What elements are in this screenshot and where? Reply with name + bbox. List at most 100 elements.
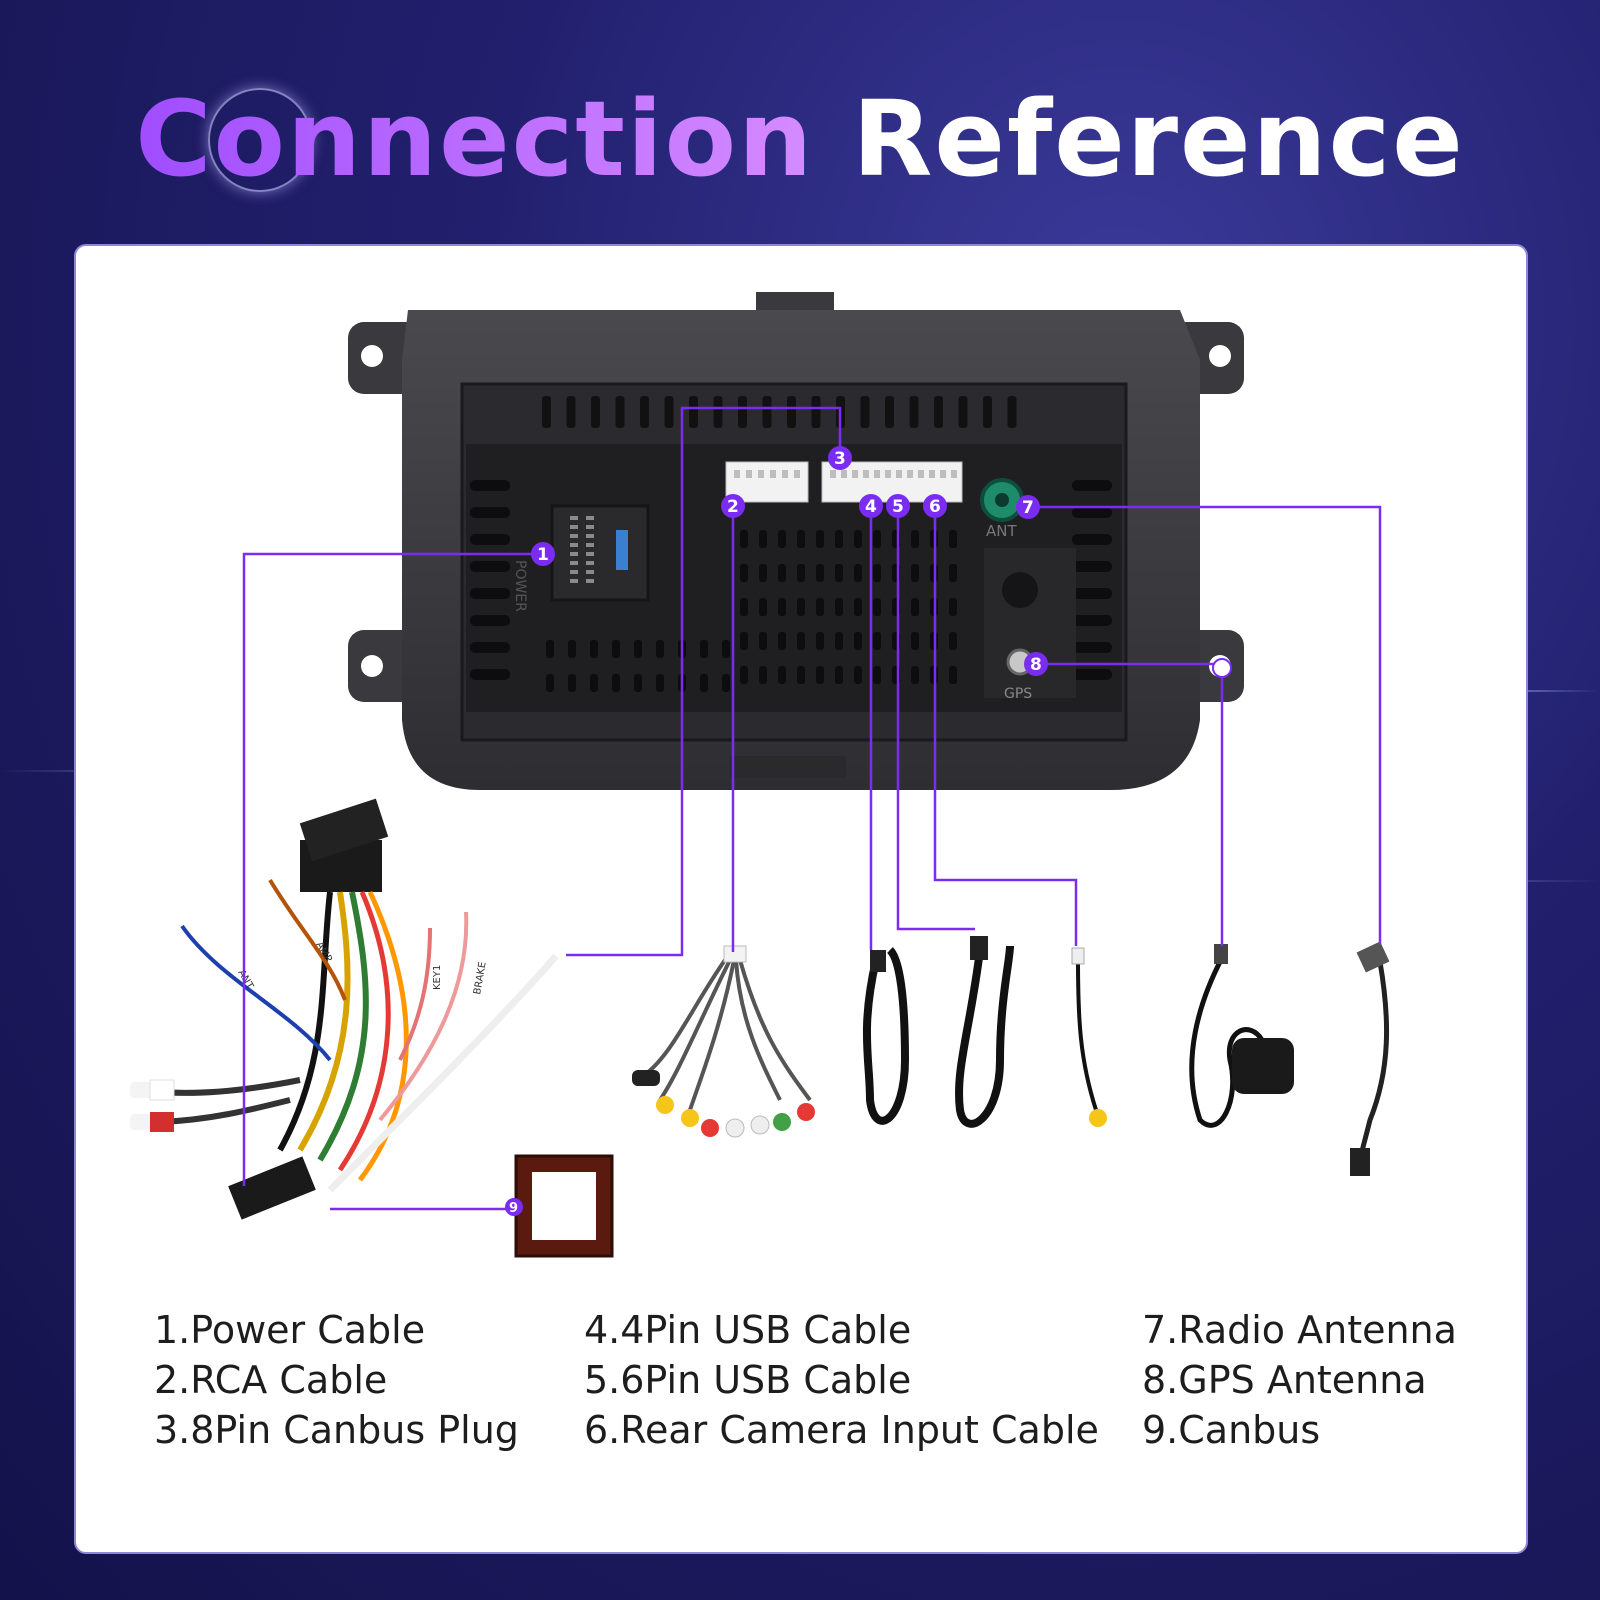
vent-slot [656,674,664,692]
vent-slot [797,666,805,684]
vent-slot [778,598,786,616]
line-power [242,552,543,1186]
vent-slot [778,632,786,650]
vent-slot [816,564,824,582]
speaker-hole [1002,572,1038,608]
canbus-box [514,1154,614,1258]
vent-slot [586,552,594,556]
marker-1: 1 [531,542,555,566]
vent-slot [811,396,821,428]
vent-slot [873,530,881,548]
vent-slot [940,470,946,478]
vent-slot [566,396,576,428]
vent-slot [770,470,776,478]
legend-item: 5.6Pin USB Cable [584,1358,912,1402]
legend-column-1: 1.Power Cable 2.RCA Cable 3.8Pin Canbus … [154,1305,519,1455]
vent-slot [615,396,625,428]
marker-6: 6 [923,494,947,518]
line-canbus-plug [566,406,842,957]
vent-slot [835,598,843,616]
vent-slot [1007,396,1017,428]
vent-slot [816,530,824,548]
vent-slot [586,516,594,520]
vent-slot [911,598,919,616]
line-radio-antenna [1028,505,1382,944]
vent-slot [854,666,862,684]
vent-slot [470,507,510,518]
vent-slot [546,640,554,658]
svg-text:8: 8 [1030,655,1042,675]
legend-item: 9.Canbus [1142,1408,1321,1452]
top-vents [542,396,1017,428]
vent-slot [860,396,870,428]
vent-slot [570,561,578,565]
heatsink-fins [470,480,1112,692]
vent-slot [911,632,919,650]
vent-slot [591,396,600,428]
vent-slot [816,632,824,650]
vent-slot [586,534,594,538]
legend-item: 1.Power Cable [154,1308,426,1352]
vent-slot [570,552,578,556]
vent-slot [634,674,642,692]
marker-7: 7 [1016,495,1040,519]
vent-slot [762,396,772,428]
vent-slot [634,640,642,658]
vent-slot [854,530,862,548]
vent-slot [570,525,578,529]
vent-slot [1072,507,1112,518]
vent-slot [885,396,894,428]
vent-slot [568,674,576,692]
vent-slot [896,470,902,478]
vent-slot [656,640,664,658]
vent-slot [854,598,862,616]
marker-4: 4 [859,494,883,518]
vent-slot [909,396,919,428]
marker-3: 3 [828,446,852,470]
vent-slot [778,666,786,684]
vent-slot [590,640,598,658]
vent-slot [949,598,957,616]
legend-item: 3.8Pin Canbus Plug [154,1408,519,1452]
vent-slot [722,674,730,692]
vent-slot [740,598,748,616]
line-usb6 [896,506,975,931]
vent-slot [873,564,881,582]
vent-slot [911,530,919,548]
vent-slot [874,470,880,478]
vent-slot [586,570,594,574]
usb-6pin-cable [955,936,1014,1128]
harness-label-brake: BRAKE [472,961,489,996]
vent-slot [470,642,510,653]
vent-slot [816,666,824,684]
vent-slot [612,640,620,658]
vent-slot [470,669,510,680]
gps-panel [984,548,1076,698]
vent-slot [983,396,992,428]
vent-slot [873,632,881,650]
vent-slot [546,674,554,692]
svg-text:2: 2 [727,497,739,517]
vent-slot [1072,480,1112,491]
vent-slot [918,470,924,478]
marker-8: 8 [1024,652,1048,676]
vent-slot [797,632,805,650]
legend-item: 4.4Pin USB Cable [584,1308,912,1352]
vent-slot [797,598,805,616]
vent-slot [1072,534,1112,545]
legend-column-3: 7.Radio Antenna 8.GPS Antenna 9.Canbus [1142,1305,1457,1455]
vent-slot [835,530,843,548]
vent-slot [911,564,919,582]
vent-slot [1072,669,1112,680]
fuse [616,530,628,570]
vent-slot [1072,588,1112,599]
vent-slot [570,570,578,574]
mounting-hole [361,655,383,677]
vent-slot [759,598,767,616]
mounting-hole [361,345,383,367]
vent-slot [740,632,748,650]
vent-slot [778,530,786,548]
vent-slot [830,470,836,478]
iso-connector [299,798,389,862]
